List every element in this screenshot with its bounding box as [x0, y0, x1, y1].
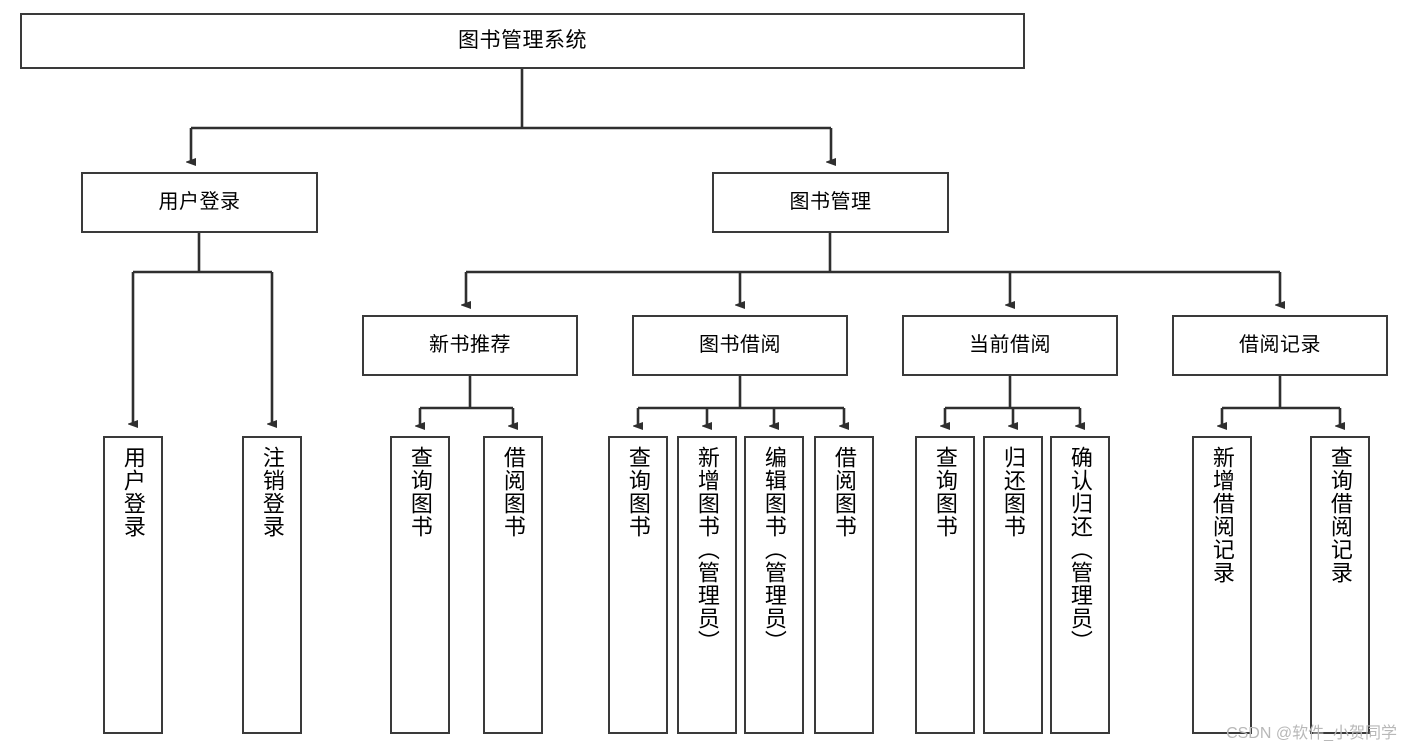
node-label: 归还图书 — [1000, 446, 1026, 538]
node-label: 借阅记录 — [1239, 334, 1321, 356]
node-label: 借阅图书 — [500, 446, 526, 538]
node-label: 查询借阅记录 — [1327, 446, 1353, 584]
leaf-add-borrow-record[interactable]: 新增借阅记录 — [1192, 436, 1252, 734]
node-borrow-records[interactable]: 借阅记录 — [1172, 315, 1388, 376]
leaf-query-book-current[interactable]: 查询图书 — [915, 436, 975, 734]
leaf-query-book-newbook[interactable]: 查询图书 — [390, 436, 450, 734]
node-book-borrowing[interactable]: 图书借阅 — [632, 315, 848, 376]
leaf-borrow-book-newbook[interactable]: 借阅图书 — [483, 436, 543, 734]
node-label: 查询图书 — [625, 446, 651, 538]
node-user-login[interactable]: 用户登录 — [81, 172, 318, 233]
leaf-return-book[interactable]: 归还图书 — [983, 436, 1043, 734]
node-label: 注销登录 — [259, 446, 285, 538]
leaf-borrow-book[interactable]: 借阅图书 — [814, 436, 874, 734]
node-label: 图书管理 — [789, 191, 872, 213]
node-label: 查询图书 — [407, 446, 433, 538]
leaf-confirm-return-admin[interactable]: 确认归还（管理员） — [1050, 436, 1110, 734]
node-label: 编辑图书（管理员） — [761, 446, 787, 653]
node-label: 新书推荐 — [429, 334, 511, 356]
node-label: 查询图书 — [932, 446, 958, 538]
leaf-user-login[interactable]: 用户登录 — [103, 436, 163, 734]
node-label: 图书借阅 — [699, 334, 781, 356]
node-label: 图书管理系统 — [458, 28, 587, 52]
csdn-watermark: CSDN @软件_小贺同学 — [1226, 725, 1397, 742]
node-label: 确认归还（管理员） — [1067, 446, 1093, 653]
node-new-book-recommendation[interactable]: 新书推荐 — [362, 315, 578, 376]
leaf-edit-book-admin[interactable]: 编辑图书（管理员） — [744, 436, 804, 734]
node-label: 借阅图书 — [831, 446, 857, 538]
node-label: 新增图书（管理员） — [694, 446, 720, 653]
node-label: 当前借阅 — [969, 334, 1051, 356]
node-root-book-management-system[interactable]: 图书管理系统 — [20, 13, 1025, 69]
node-label: 新增借阅记录 — [1209, 446, 1235, 584]
leaf-add-book-admin[interactable]: 新增图书（管理员） — [677, 436, 737, 734]
node-label: 用户登录 — [158, 191, 241, 213]
leaf-query-borrow-record[interactable]: 查询借阅记录 — [1310, 436, 1370, 734]
leaf-query-book-borrow[interactable]: 查询图书 — [608, 436, 668, 734]
node-book-management[interactable]: 图书管理 — [712, 172, 949, 233]
node-label: 用户登录 — [120, 446, 146, 538]
node-current-borrowing[interactable]: 当前借阅 — [902, 315, 1118, 376]
leaf-logout-login[interactable]: 注销登录 — [242, 436, 302, 734]
